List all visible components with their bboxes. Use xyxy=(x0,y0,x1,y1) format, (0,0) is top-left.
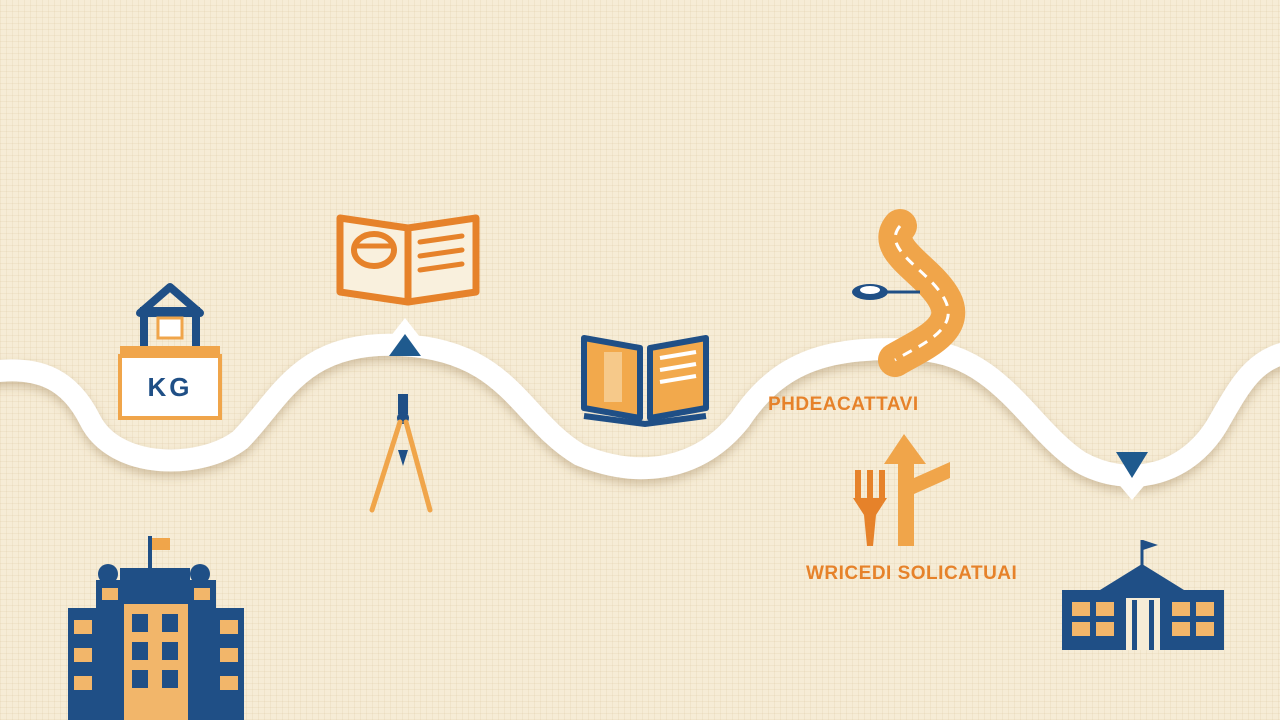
castle-school-icon xyxy=(68,536,244,720)
marker-down xyxy=(1110,452,1154,500)
book-icon xyxy=(581,335,709,428)
open-book-icon xyxy=(336,214,480,306)
stage-label-upper: PHDEACATTAVI xyxy=(768,394,919,415)
university-icon xyxy=(1062,540,1224,650)
house-icon xyxy=(120,283,220,356)
stage-label-lower: WRICEDI SOLICATUAI xyxy=(806,563,1018,584)
fork-arrow-icon xyxy=(853,434,950,546)
compass-icon xyxy=(369,394,433,513)
marker-up xyxy=(383,318,427,356)
kg-label: KG xyxy=(118,354,222,420)
winding-road-icon xyxy=(852,209,966,377)
